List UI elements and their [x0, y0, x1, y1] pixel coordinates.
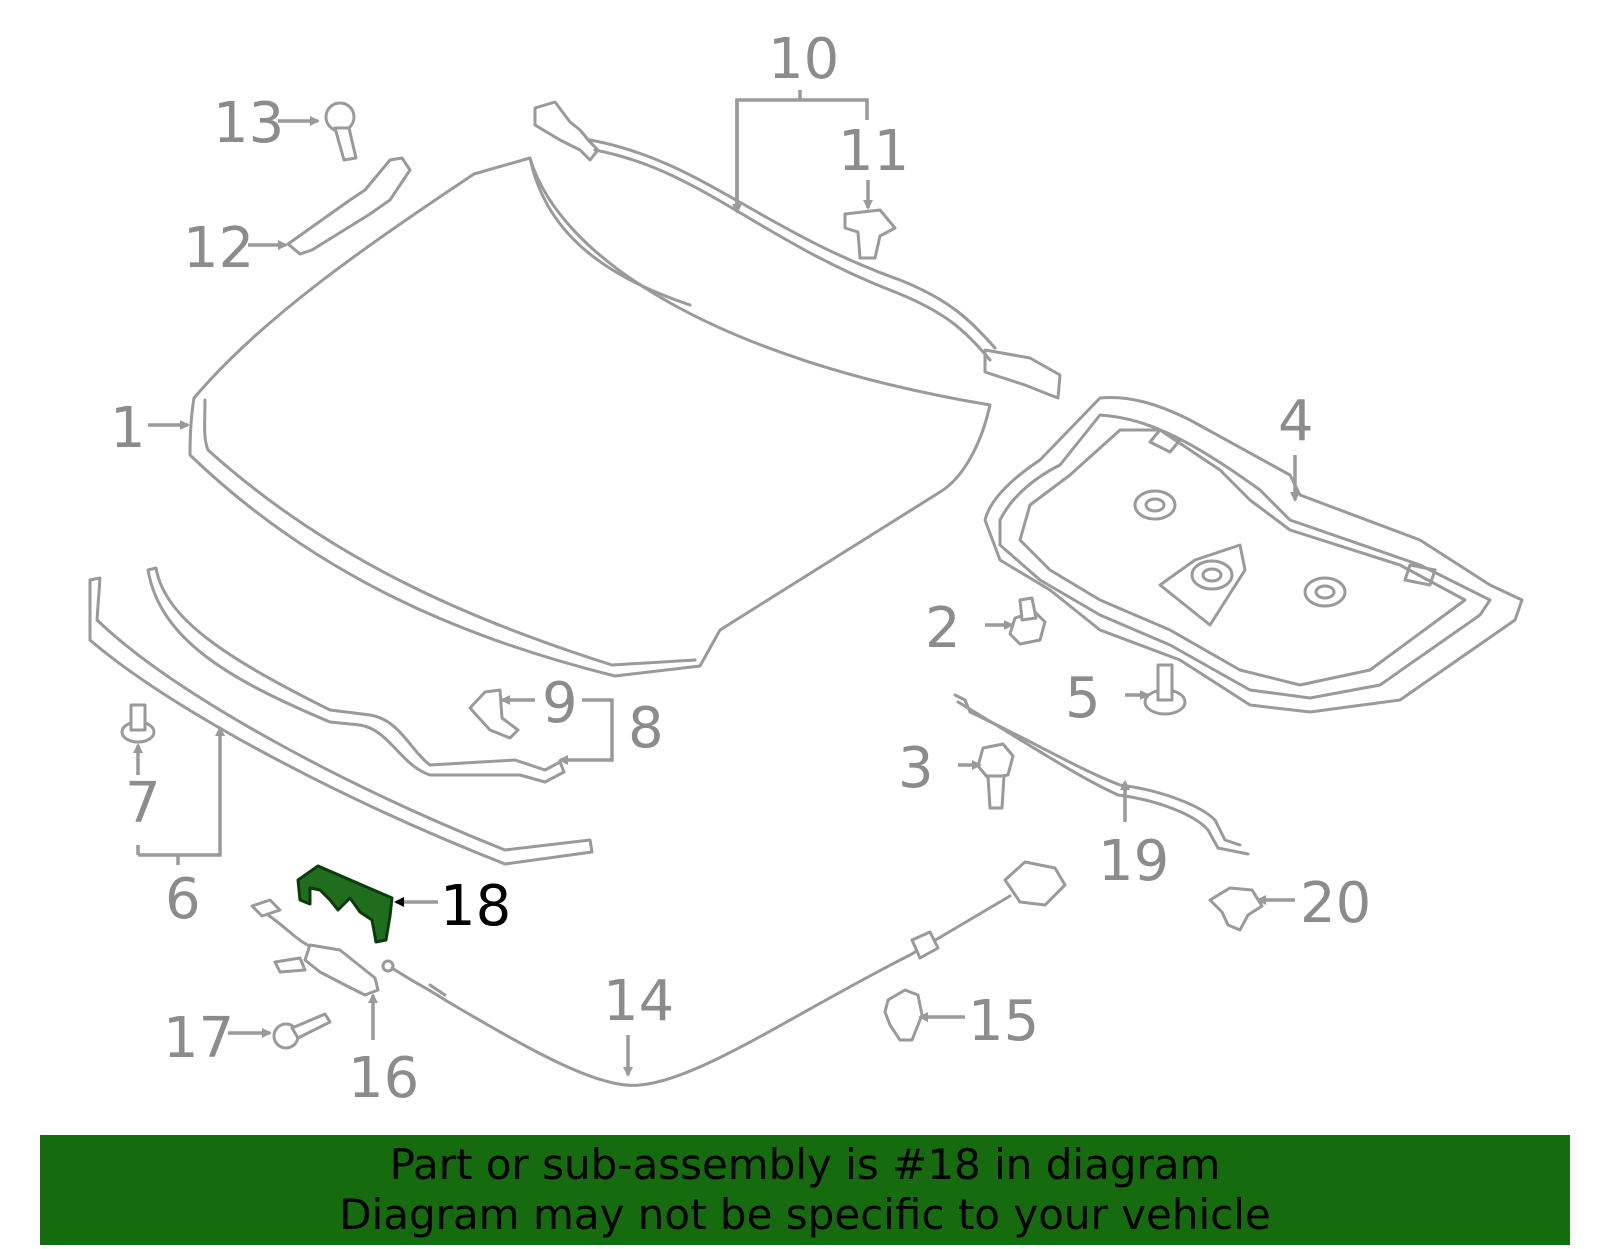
clip-15 — [883, 988, 924, 1042]
prop-rod — [953, 693, 1250, 856]
bracket-12 — [286, 156, 412, 256]
callout-18: 18 — [440, 874, 511, 939]
callout-16: 16 — [348, 1046, 419, 1111]
callout-7: 7 — [125, 771, 161, 836]
hood-insulator-pad — [983, 395, 1524, 714]
callout-15: 15 — [968, 989, 1039, 1054]
callout-10: 10 — [768, 27, 839, 92]
callout-13: 13 — [213, 91, 284, 156]
highlighted-part-18 — [296, 864, 394, 944]
callout-3: 3 — [898, 736, 934, 801]
banner-line-1: Part or sub-assembly is #18 in diagram — [389, 1140, 1221, 1189]
callout-4: 4 — [1278, 389, 1314, 454]
callout-20: 20 — [1300, 871, 1371, 936]
callout-14: 14 — [603, 969, 674, 1034]
callout-5: 5 — [1065, 666, 1101, 731]
release-cable — [381, 860, 1067, 1087]
hood-panel — [188, 156, 992, 678]
callout-11: 11 — [838, 119, 909, 184]
parts-diagram: 1 2 3 4 5 6 7 8 9 10 11 12 13 14 15 16 1… — [88, 27, 1524, 1111]
clip-9 — [468, 688, 520, 740]
callout-17: 17 — [163, 1006, 234, 1071]
nut-2 — [1008, 596, 1047, 646]
callout-9: 9 — [542, 671, 578, 736]
info-banner: Part or sub-assembly is #18 in diagram D… — [40, 1135, 1570, 1245]
bolt-3 — [976, 742, 1015, 810]
banner-line-2: Diagram may not be specific to your vehi… — [339, 1190, 1271, 1239]
clip-20 — [1208, 886, 1264, 932]
rear-seal — [146, 566, 566, 784]
leader-lines — [133, 90, 1300, 1077]
hood-stay-rod — [533, 100, 1062, 400]
callout-2: 2 — [925, 596, 961, 661]
clip-11 — [843, 208, 897, 260]
hood-latch — [250, 898, 380, 997]
callout-19: 19 — [1098, 829, 1169, 894]
callout-8: 8 — [628, 696, 664, 761]
front-seal — [88, 576, 594, 866]
clip-5 — [1143, 663, 1187, 716]
clip-7 — [120, 703, 156, 744]
callout-12: 12 — [183, 216, 254, 281]
callout-1: 1 — [110, 396, 146, 461]
bolt-17 — [272, 1012, 332, 1050]
callout-6: 6 — [165, 867, 201, 932]
bolt-13 — [324, 101, 358, 162]
